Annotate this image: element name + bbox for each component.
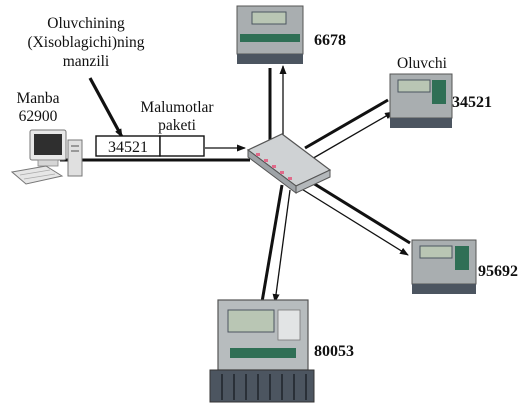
meter-top-icon xyxy=(236,5,304,64)
packet-title-line2: paketi xyxy=(158,117,197,134)
arrow-hub-to-bottom xyxy=(272,189,291,303)
computer-icon xyxy=(10,129,83,185)
data-packet: 34521 xyxy=(95,135,205,157)
network-hub-icon xyxy=(246,133,332,194)
packet-address-value: 34521 xyxy=(108,139,148,156)
flow-arrows xyxy=(205,65,409,303)
receiver-label: Oluvchi xyxy=(397,55,448,72)
cable-hub-right-upper xyxy=(304,98,389,150)
meter-bottom-number: 80053 xyxy=(314,343,354,360)
arrow-hub-to-right-lower xyxy=(291,182,409,256)
source-id: 62900 xyxy=(19,108,58,125)
meter-top-number: 6678 xyxy=(314,32,346,49)
cable-lines xyxy=(60,68,411,303)
packet-payload-field xyxy=(159,135,205,157)
address-title-line2: (Xisoblagichi)ning xyxy=(27,34,144,51)
address-title-line3: manzili xyxy=(63,53,110,70)
cable-hub-right-lower xyxy=(299,173,411,245)
address-pointer-arrow xyxy=(88,77,124,138)
packet-title-line1: Malumotlar xyxy=(140,99,214,116)
meter-right-upper-number: 34521 xyxy=(452,94,492,111)
meter-right-upper-icon xyxy=(389,73,453,128)
meter-right-lower-number: 95692 xyxy=(478,263,518,280)
cable-hub-bottom xyxy=(260,184,284,303)
arrow-hub-to-right-upper xyxy=(309,111,394,161)
source-name: Manba xyxy=(16,90,59,107)
address-title-line1: Oluvchining xyxy=(47,15,125,32)
meter-bottom-icon xyxy=(209,299,315,403)
meter-right-lower-icon xyxy=(411,239,477,294)
